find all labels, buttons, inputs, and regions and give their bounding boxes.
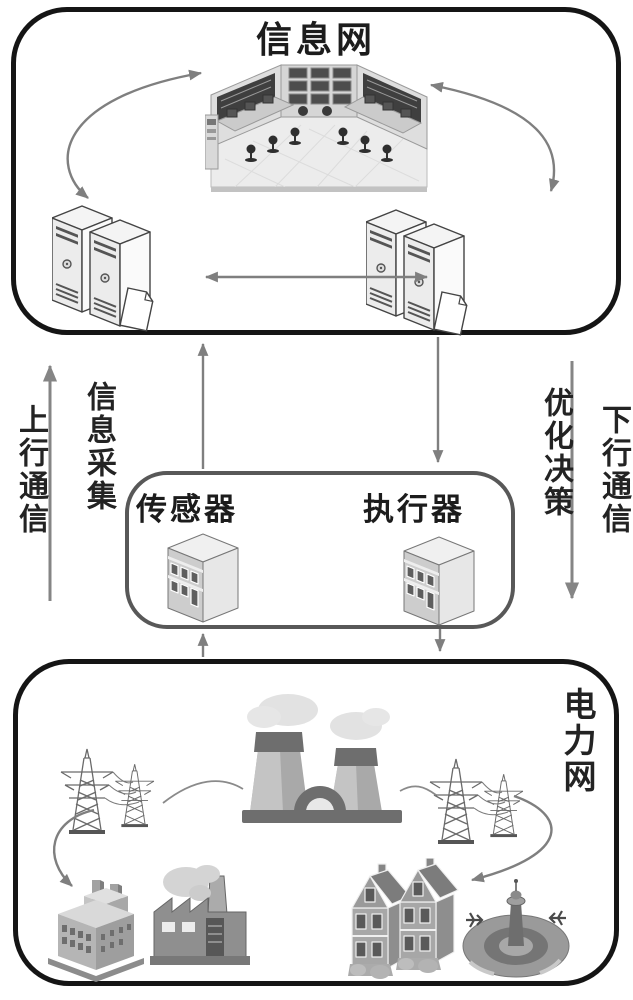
actuator-building-icon	[403, 536, 475, 626]
transmission-towers-left-icon	[55, 742, 167, 842]
sensor-building-icon	[167, 533, 239, 623]
uplink-label: 上行通信	[14, 404, 47, 536]
optimize-decision-label: 优化决策	[539, 387, 572, 519]
downlink-label: 下行通信	[597, 404, 630, 536]
transmission-towers-right-icon	[424, 752, 536, 852]
houses-icon	[348, 858, 459, 980]
power-plant-icon	[242, 694, 402, 823]
server-cluster-right-icon	[366, 202, 506, 338]
sensor-label: 传感器	[136, 492, 238, 527]
control-room-icon	[205, 64, 428, 192]
factory-building-icon	[48, 880, 144, 982]
server-cluster-left-icon	[52, 198, 192, 334]
airport-icon	[462, 879, 570, 978]
power-network-box	[13, 659, 619, 986]
power-network-title: 电力网	[558, 687, 594, 795]
actuator-label: 执行器	[363, 492, 465, 527]
info-network-title: 信息网	[255, 20, 376, 60]
info-collection-label: 信息采集	[82, 381, 115, 513]
info-network-box	[11, 7, 621, 335]
sensor-actuator-box	[125, 471, 515, 629]
smoking-factory-icon	[150, 865, 250, 965]
